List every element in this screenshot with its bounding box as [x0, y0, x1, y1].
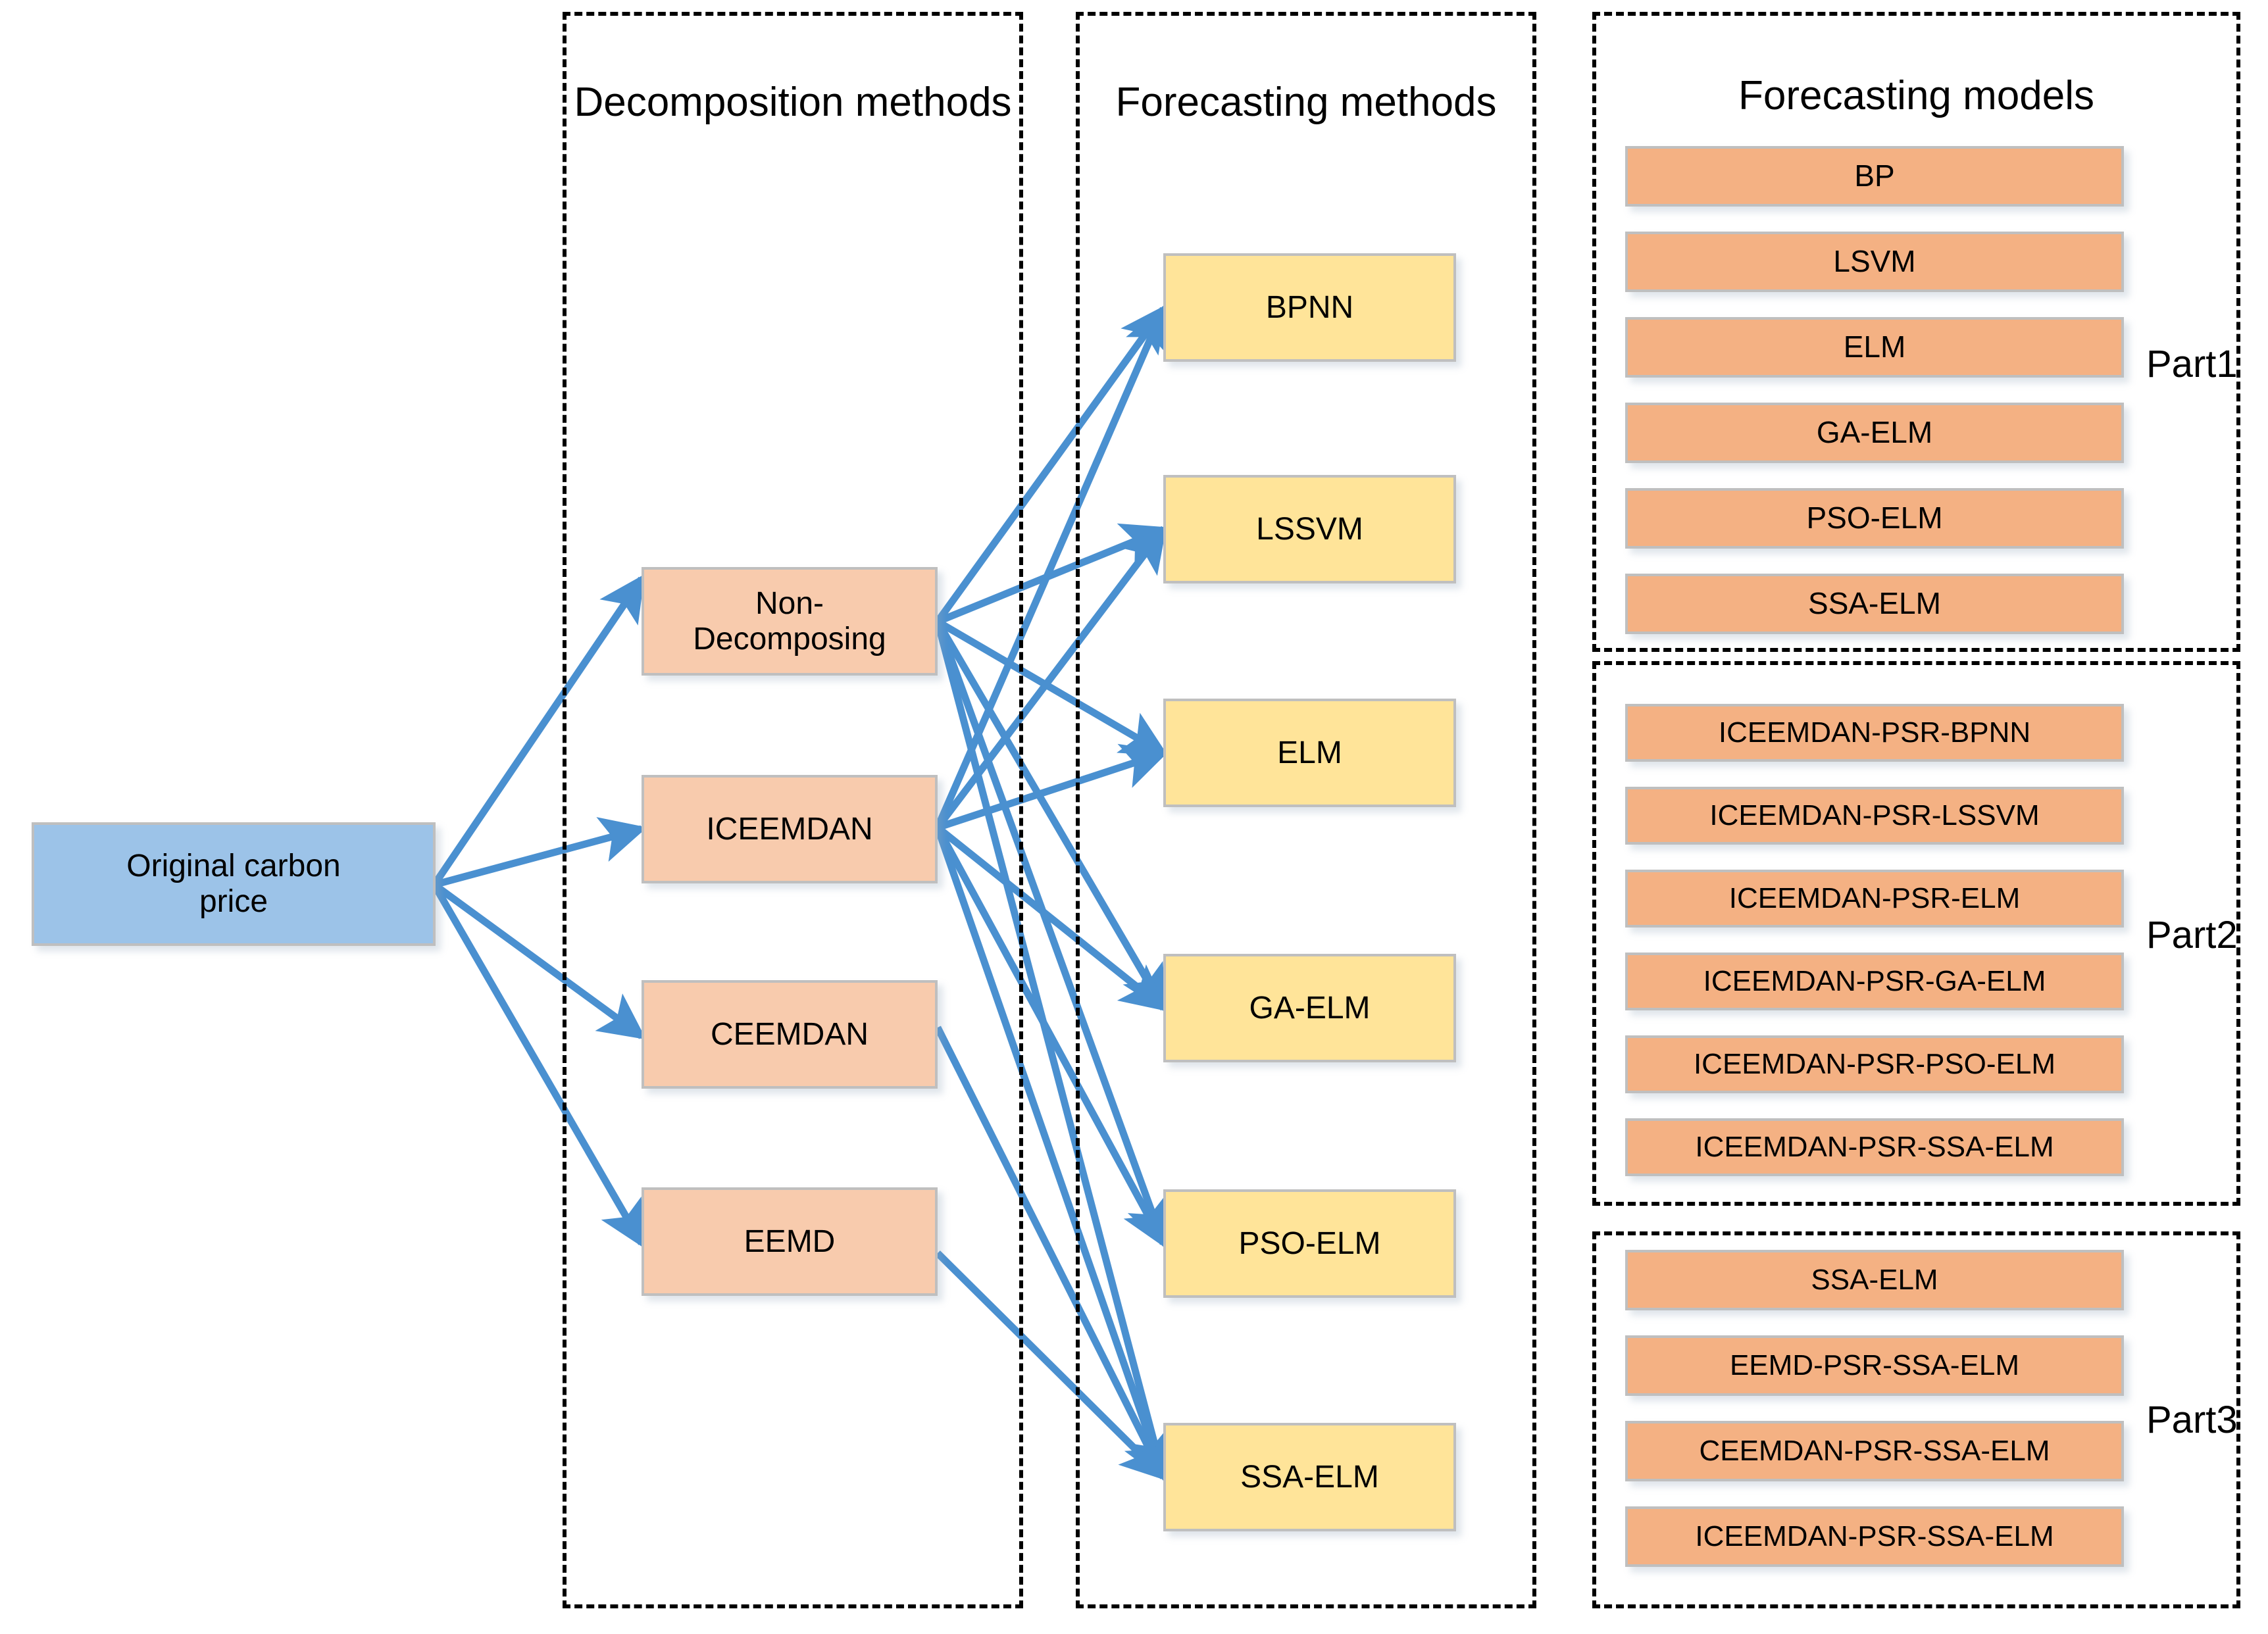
forecast-model-node-ssa-elm[interactable]: SSA-ELM [1625, 574, 2124, 634]
model-label-elm: ELM [1843, 330, 1906, 364]
edge-iceemdan-to-pso-elm [934, 826, 1167, 1249]
edge-iceemdan-to-ssa-elm [934, 826, 1172, 1483]
forecasting-models-part2-panel [1592, 661, 2240, 1206]
model-label-iceemdan-psr-bpnn: ICEEMDAN-PSR-BPNN [1718, 716, 2031, 749]
model-label-ga-elm: GA-ELM [1816, 415, 1933, 450]
forecast-model-node-iceemdan-psr-lssvm[interactable]: ICEEMDAN-PSR-LSSVM [1625, 787, 2124, 845]
forecast-model-node-iceemdan-psr-ga-elm[interactable]: ICEEMDAN-PSR-GA-ELM [1625, 953, 2124, 1010]
eemd-label: EEMD [743, 1224, 836, 1259]
decomposition-methods-panel [563, 12, 1023, 1608]
forecast-model-node-lsvm[interactable]: LSVM [1625, 232, 2124, 292]
edge-source-to-ceemdan [432, 881, 647, 1040]
non-decomposing-label-line1: Non- [755, 585, 824, 621]
forecasting-models-part3-panel [1592, 1231, 2240, 1608]
decomposition-node-non-decomposing[interactable]: Non- Decomposing [642, 567, 938, 676]
forecast-model-node-iceemdan-psr-elm[interactable]: ICEEMDAN-PSR-ELM [1625, 870, 2124, 928]
edge-ceemdan-to-ssa-elm [934, 1026, 1167, 1482]
edge-non-decomposing-to-bpnn [934, 304, 1167, 624]
lssvm-label: LSSVM [1256, 511, 1363, 547]
edge-source-to-iceemdan [433, 817, 647, 889]
decomposition-node-iceemdan[interactable]: ICEEMDAN [642, 775, 938, 883]
forecasting-methods-panel [1076, 12, 1536, 1608]
edge-iceemdan-to-elm [936, 743, 1169, 831]
elm-label: ELM [1277, 735, 1342, 770]
edge-source-to-non-decomposing [431, 574, 645, 887]
edge-source-to-eemd [431, 883, 645, 1249]
original-carbon-price-node[interactable]: Original carbon price [32, 822, 436, 946]
part2-label: Part2 [2146, 914, 2238, 956]
edge-non-decomposing-to-ga-elm [934, 620, 1167, 1013]
edge-non-decomposing-to-pso-elm [934, 620, 1172, 1249]
edge-eemd-to-ssa-elm [935, 1250, 1168, 1481]
forecast-method-node-lssvm[interactable]: LSSVM [1163, 475, 1456, 583]
forecasting-methods-title: Forecasting methods [1115, 80, 1497, 125]
ga-elm-label: GA-ELM [1249, 990, 1371, 1026]
model-label-iceemdan-psr-ssa-elm: ICEEMDAN-PSR-SSA-ELM [1695, 1131, 2054, 1164]
source-label-line1: Original carbon [126, 849, 341, 884]
model-label-iceemdan-psr-pso-elm: ICEEMDAN-PSR-PSO-ELM [1693, 1048, 2056, 1081]
forecast-method-node-ga-elm[interactable]: GA-ELM [1163, 954, 1456, 1062]
forecast-model-node-ceemdan-psr-ssa-elm[interactable]: CEEMDAN-PSR-SSA-ELM [1625, 1421, 2124, 1481]
part1-label: Part1 [2146, 343, 2238, 385]
forecast-model-node-bp[interactable]: BP [1625, 146, 2124, 207]
edge-iceemdan-to-ga-elm [935, 824, 1168, 1012]
forecast-model-node-p3-ssa-elm[interactable]: SSA-ELM [1625, 1250, 2124, 1310]
decomposition-methods-title: Decomposition methods [574, 80, 1012, 125]
model-label-ssa-elm: SSA-ELM [1808, 586, 1941, 621]
model-label-p3-ssa-elm: SSA-ELM [1811, 1264, 1938, 1297]
forecast-model-node-ga-elm[interactable]: GA-ELM [1625, 403, 2124, 463]
edge-non-decomposing-to-ssa-elm [934, 620, 1176, 1483]
forecast-model-node-iceemdan-psr-ssa-elm[interactable]: ICEEMDAN-PSR-SSA-ELM [1625, 1118, 2124, 1176]
part3-label: Part3 [2146, 1399, 2238, 1441]
model-label-iceemdan-psr-lssvm: ICEEMDAN-PSR-LSSVM [1709, 799, 2040, 832]
model-label-iceemdan-psr-elm: ICEEMDAN-PSR-ELM [1728, 882, 2021, 915]
iceemdan-label: ICEEMDAN [706, 811, 873, 847]
pso-elm-label: PSO-ELM [1238, 1226, 1381, 1261]
edge-iceemdan-to-bpnn [934, 303, 1169, 829]
model-label-iceemdan-psr-ga-elm: ICEEMDAN-PSR-GA-ELM [1703, 965, 2046, 998]
forecast-model-node-p3-iceemdan-psr-ssa-elm[interactable]: ICEEMDAN-PSR-SSA-ELM [1625, 1506, 2124, 1567]
model-label-eemd-psr-ssa-elm: EEMD-PSR-SSA-ELM [1729, 1349, 2020, 1382]
ssa-elm-label: SSA-ELM [1240, 1459, 1379, 1495]
forecast-model-node-iceemdan-psr-pso-elm[interactable]: ICEEMDAN-PSR-PSO-ELM [1625, 1035, 2124, 1093]
edge-iceemdan-to-lssvm [934, 524, 1167, 830]
ceemdan-label: CEEMDAN [710, 1016, 869, 1052]
forecast-model-node-iceemdan-psr-bpnn[interactable]: ICEEMDAN-PSR-BPNN [1625, 704, 2124, 762]
source-label-line2: price [199, 884, 268, 919]
bpnn-label: BPNN [1265, 289, 1354, 325]
model-label-p3-iceemdan-psr-ssa-elm: ICEEMDAN-PSR-SSA-ELM [1695, 1520, 2054, 1553]
model-label-lsvm: LSVM [1833, 244, 1916, 279]
forecasting-models-title: Forecasting models [1738, 73, 2095, 118]
model-label-ceemdan-psr-ssa-elm: CEEMDAN-PSR-SSA-ELM [1699, 1435, 2050, 1468]
forecast-method-node-pso-elm[interactable]: PSO-ELM [1163, 1189, 1456, 1298]
forecast-method-node-elm[interactable]: ELM [1163, 699, 1456, 807]
edge-non-decomposing-to-elm [936, 618, 1169, 756]
decomposition-node-eemd[interactable]: EEMD [642, 1187, 938, 1296]
model-label-bp: BP [1854, 159, 1895, 193]
forecast-model-node-elm[interactable]: ELM [1625, 317, 2124, 378]
decomposition-node-ceemdan[interactable]: CEEMDAN [642, 980, 938, 1089]
forecasting-models-part1-panel [1592, 12, 2240, 652]
forecast-method-node-bpnn[interactable]: BPNN [1163, 253, 1456, 362]
model-label-pso-elm: PSO-ELM [1806, 501, 1943, 535]
forecast-model-node-pso-elm[interactable]: PSO-ELM [1625, 488, 2124, 549]
non-decomposing-label-line2: Decomposing [693, 621, 886, 656]
forecast-model-node-eemd-psr-ssa-elm[interactable]: EEMD-PSR-SSA-ELM [1625, 1335, 2124, 1396]
forecast-method-node-ssa-elm[interactable]: SSA-ELM [1163, 1423, 1456, 1531]
